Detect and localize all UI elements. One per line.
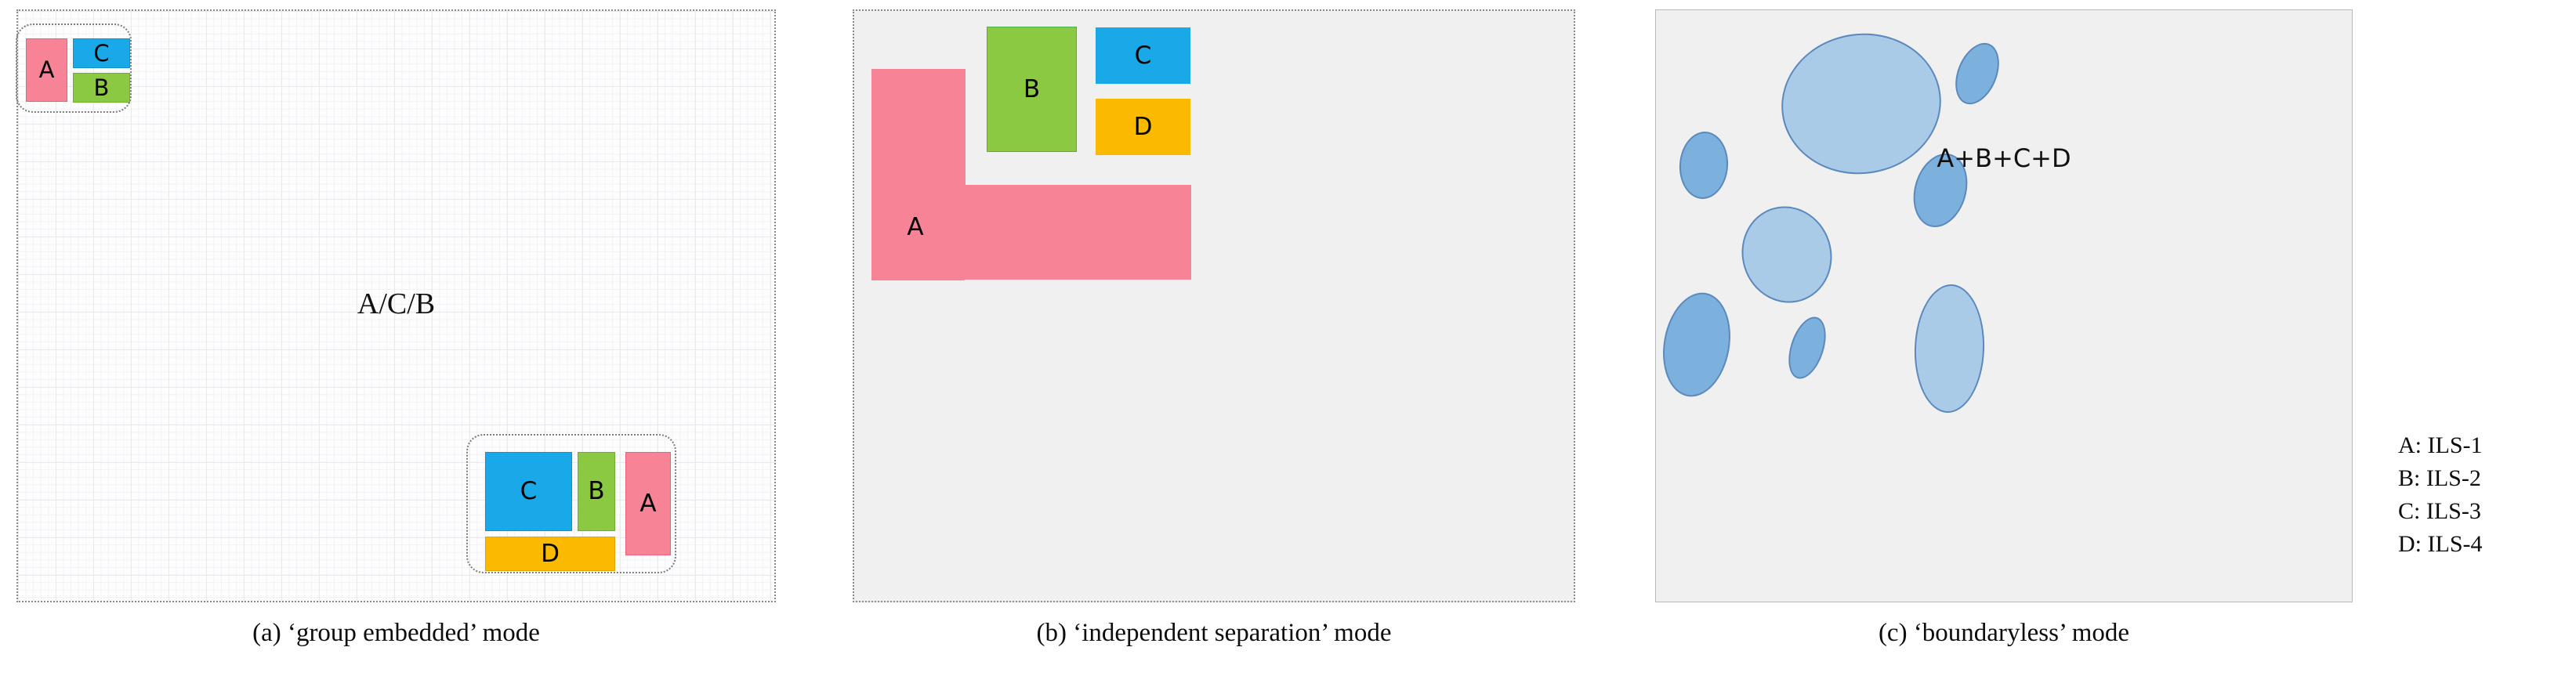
legend-item-a: A: ILS-1 (2398, 432, 2483, 458)
caption-text: (b) ‘independent separation’ mode (1036, 619, 1392, 647)
block-c-bottom[interactable]: C (485, 452, 572, 531)
ellipse-6[interactable] (1655, 287, 1738, 403)
group-box-bottom-right (466, 434, 676, 573)
legend: A: ILS-1 B: ILS-2 C: ILS-3 D: ILS-4 (2398, 429, 2571, 561)
block-c-top[interactable]: C (73, 38, 130, 68)
caption-text: (c) ‘boundaryless’ mode (1878, 619, 2130, 647)
ellipse-2[interactable] (1947, 36, 2008, 111)
block-b-rect[interactable]: B (987, 27, 1077, 152)
group-box-top-left (16, 23, 132, 113)
block-d-bottom[interactable]: D (485, 537, 615, 571)
block-label: C (93, 39, 110, 67)
a-arm-upper (871, 69, 966, 194)
block-a-label-wrap: A (900, 213, 931, 241)
block-a-bottom[interactable]: A (625, 452, 671, 555)
block-label: B (588, 477, 605, 505)
block-d-rect[interactable]: D (1096, 99, 1190, 155)
caption-panel-b: (b) ‘independent separation’ mode (853, 619, 1575, 648)
block-label: A (907, 212, 924, 241)
block-label: D (1133, 112, 1153, 141)
panel-independent-separation: A B C D (853, 9, 1575, 602)
block-b-top[interactable]: B (73, 73, 130, 103)
block-label: C (520, 477, 538, 505)
caption-panel-c: (c) ‘boundaryless’ mode (1655, 619, 2353, 648)
block-label: B (1023, 74, 1041, 103)
legend-item-c: C: ILS-3 (2398, 498, 2481, 524)
panel-c-center-label-text: A+B+C+D (1937, 143, 2071, 173)
caption-text: (a) ‘group embedded’ mode (252, 619, 540, 647)
block-a-top[interactable]: A (26, 38, 67, 102)
block-label: A (38, 56, 55, 83)
panel-group-embedded: A C B A/C/B C B A D (16, 9, 776, 602)
panel-c-center-label: A+B+C+D (1656, 143, 2352, 173)
block-a-region[interactable] (854, 11, 1574, 601)
panel-a-center-label: A/C/B (18, 287, 774, 321)
legend-item-b: B: ILS-2 (2398, 465, 2481, 491)
block-label: B (93, 74, 110, 101)
block-label: D (541, 539, 560, 568)
caption-panel-a: (a) ‘group embedded’ mode (16, 619, 776, 648)
panel-boundaryless: A+B+C+D (1655, 9, 2353, 602)
a-arm-lower (871, 185, 1191, 280)
ellipse-5[interactable] (1729, 194, 1845, 315)
ellipse-7[interactable] (1781, 312, 1833, 384)
block-b-bottom[interactable]: B (578, 452, 615, 531)
block-label: A (639, 489, 657, 518)
block-label: C (1134, 41, 1152, 70)
ellipse-8[interactable] (1912, 283, 1987, 414)
block-c-rect[interactable]: C (1096, 27, 1190, 84)
legend-item-d: D: ILS-4 (2398, 531, 2483, 557)
panel-a-center-label-text: A/C/B (357, 287, 436, 320)
